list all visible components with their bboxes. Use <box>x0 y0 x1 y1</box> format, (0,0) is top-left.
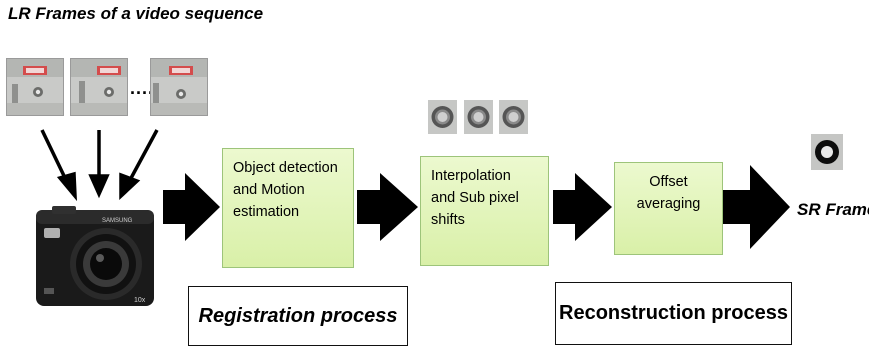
sr-frame-thumbnail <box>811 134 843 170</box>
camera-image: SAMSUNG 10x <box>36 206 154 306</box>
arrow-frame1-to-camera <box>40 129 68 181</box>
thumb-3 <box>499 100 528 134</box>
reconstruction-process-label: Reconstruction process <box>555 282 792 345</box>
sr-frame-label: SR Frame <box>797 200 869 219</box>
block-arrow-offset-to-sr <box>723 165 790 249</box>
lr-frame-3-image <box>151 59 207 115</box>
camera-zoom: 10x <box>134 297 146 304</box>
arrow-frame3-head <box>119 172 141 201</box>
step-3-line-1: Offset <box>649 174 688 190</box>
arrow-frame2-head <box>88 174 110 199</box>
step-1-line-1: Object detection <box>233 160 338 176</box>
step-2-line-3: shifts <box>431 212 465 228</box>
block-arrow-camera-to-detection <box>163 173 220 241</box>
camera-brand: SAMSUNG <box>102 218 133 224</box>
step-offset-averaging: Offset averaging <box>614 162 723 255</box>
step-2-line-2: and Sub pixel <box>431 190 519 206</box>
frames-ellipsis: .... <box>130 78 155 98</box>
arrow-frame3-to-camera <box>128 129 159 181</box>
lr-frame-3 <box>150 58 208 116</box>
registration-process-label: Registration process <box>188 286 408 346</box>
step-1-line-2: and Motion <box>233 182 305 198</box>
lr-frame-2-image <box>71 59 127 115</box>
thin-arrows <box>40 129 159 202</box>
lr-frames-title: LR Frames of a video sequence <box>8 4 264 23</box>
step-1-line-3: estimation <box>233 204 300 220</box>
lr-frame-1-image <box>7 59 63 115</box>
lr-frame-2 <box>70 58 128 116</box>
block-arrow-detection-to-interpolation <box>357 173 418 241</box>
block-arrow-interpolation-to-offset <box>553 173 612 241</box>
arrow-frame1-head <box>56 171 77 202</box>
thumb-2 <box>464 100 493 134</box>
step-2-line-1: Interpolation <box>431 168 511 184</box>
subpixel-thumbnails <box>428 100 528 134</box>
step-interpolation: Interpolation and Sub pixel shifts <box>420 156 549 266</box>
step-object-detection: Object detection and Motion estimation <box>222 148 354 268</box>
lr-frame-1 <box>6 58 64 116</box>
thumb-1 <box>428 100 457 134</box>
step-3-line-2: averaging <box>636 196 701 212</box>
